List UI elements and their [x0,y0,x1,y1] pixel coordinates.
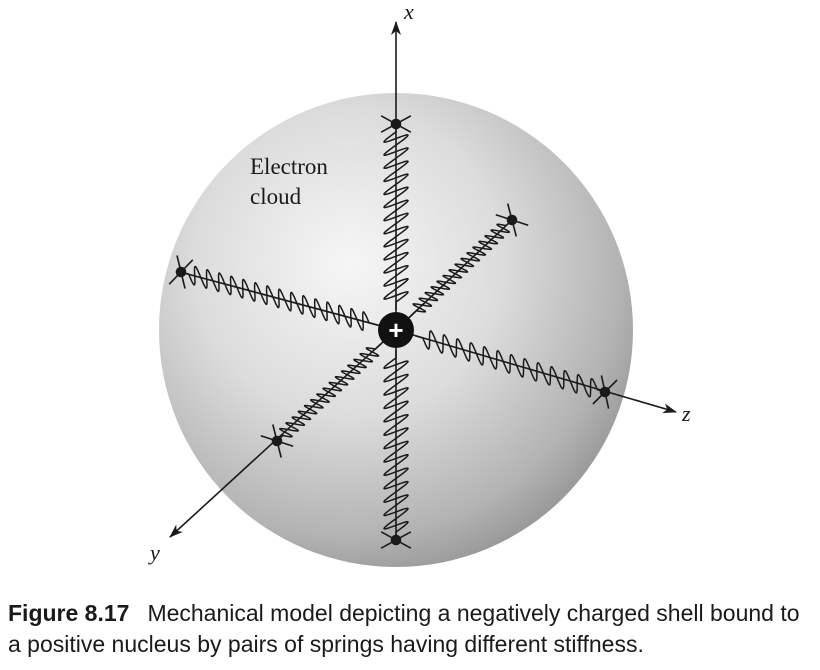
springs [180,124,606,540]
spring-minus-x [383,350,409,540]
z-axis-label: z [681,401,691,426]
nucleus-plus-sign: + [388,315,403,345]
minus-z-axis-line [179,271,397,331]
spring-plus-z [414,330,606,398]
spring-plus-x [383,124,409,310]
caption-text: Mechanical model depicting a negatively … [8,600,800,657]
anchors [168,115,618,549]
nucleus [378,312,414,348]
y-axis-label: y [148,540,160,565]
y-axis-line [169,329,397,538]
electron-cloud-label-line1: Electron [250,154,328,179]
electron-cloud-label-line2: cloud [250,184,302,209]
spring-minus-z [180,265,377,332]
anchor-plus-x [380,115,412,133]
anchor-plus-y [260,424,294,458]
anchor-plus-z [592,375,618,409]
anchor-minus-x [380,531,412,549]
x-axis-label: x [403,0,414,24]
spring-minus-y [409,219,513,317]
spring-plus-y [276,343,382,442]
figure-number: Figure 8.17 [8,600,130,626]
anchor-minus-y [495,203,529,237]
anchor-minus-z [168,255,194,289]
electron-shell-spring-model-figure: + x z y Electron cloud [148,0,691,567]
